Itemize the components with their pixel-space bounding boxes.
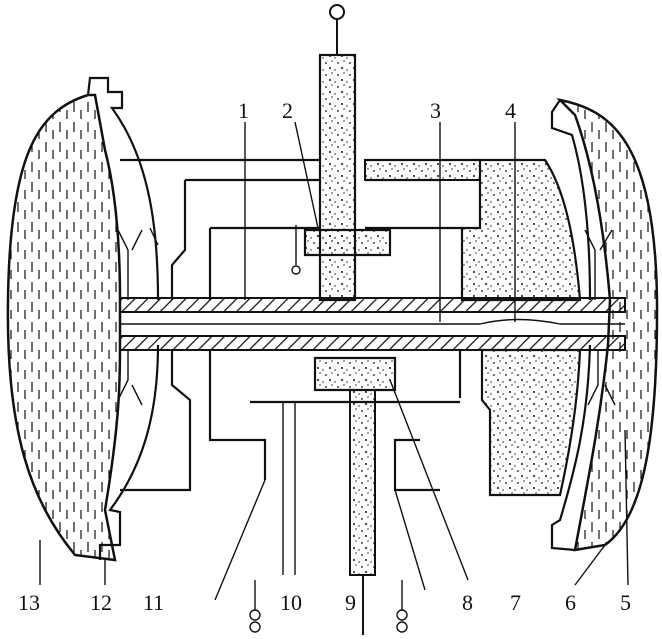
right-reservoir [556, 97, 659, 552]
left-reservoir [6, 93, 122, 562]
leader-lines [39, 121, 629, 586]
label-11: 11 [143, 590, 164, 615]
right-flange [550, 99, 592, 552]
label-6: 6 [565, 590, 576, 615]
label-8: 8 [462, 590, 473, 615]
support-legs [214, 379, 469, 601]
lower-drain-tube [349, 389, 376, 576]
housing-frame [120, 158, 480, 492]
label-5: 5 [620, 590, 631, 615]
electrode-icon [249, 225, 408, 633]
label-13: 13 [18, 590, 40, 615]
label-7: 7 [510, 590, 521, 615]
lower-cup [313, 356, 397, 392]
label-9: 9 [345, 590, 356, 615]
upper-cup [303, 228, 392, 257]
label-1: 1 [238, 98, 249, 123]
pipe-upper-wall [119, 297, 626, 313]
top-terminal-icon [329, 4, 345, 20]
pipe-bore [120, 318, 625, 325]
left-seal-lip [117, 227, 159, 406]
label-12: 12 [90, 590, 112, 615]
label-3: 3 [430, 98, 441, 123]
label-10: 10 [280, 590, 302, 615]
pipe-lower-wall [119, 335, 626, 351]
label-2: 2 [282, 98, 293, 123]
label-4: 4 [505, 98, 516, 123]
upper-feed-tube [318, 53, 357, 302]
right-porous-block [460, 158, 582, 497]
right-seal-lip [584, 229, 616, 406]
